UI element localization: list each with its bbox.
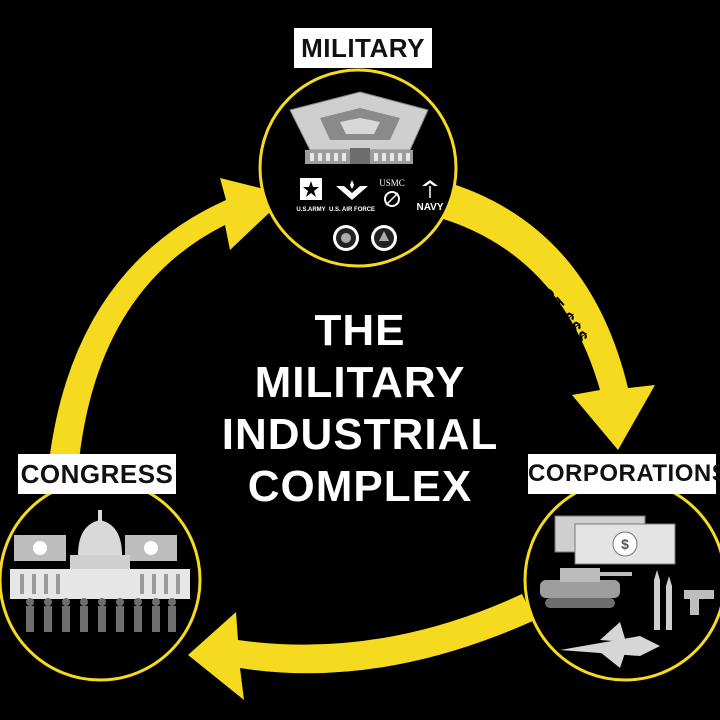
title-line-2: MILITARY — [254, 358, 466, 407]
cia-seal-icon — [333, 225, 359, 251]
pentagon-illustration — [289, 91, 429, 164]
navy-emblem: NAVY — [416, 180, 444, 213]
usmc-label: USMC — [379, 178, 405, 188]
money-stack-icon: $ — [554, 515, 676, 565]
flow-arrows — [48, 178, 655, 700]
title-line-3: INDUSTRIAL — [221, 410, 499, 459]
army-emblem: U.S.ARMY — [296, 178, 326, 213]
missile-icon — [654, 570, 672, 630]
svg-text:$: $ — [621, 536, 629, 552]
corporations-illustration: $ — [540, 515, 714, 668]
title-line-1: THE — [314, 306, 406, 355]
air-force-label: U.S. AIR FORCE — [329, 207, 375, 213]
pistol-icon — [684, 590, 714, 615]
congress-label: CONGRESS — [18, 454, 176, 494]
contract-arrow — [430, 180, 655, 450]
title-line-4: COMPLEX — [247, 462, 473, 511]
nsa-seal-icon — [371, 225, 397, 251]
military-label: MILITARY — [294, 28, 432, 68]
lobbying-arrow — [188, 594, 535, 700]
tank-icon — [540, 568, 632, 608]
fighter-jet-icon — [560, 622, 660, 668]
navy-label: NAVY — [416, 202, 443, 213]
taxpayer-arrow — [48, 178, 288, 470]
army-label: U.S.ARMY — [296, 207, 325, 213]
air-force-emblem: U.S. AIR FORCE — [329, 180, 375, 213]
corporations-label: CORPORATIONS — [528, 454, 720, 494]
central-title: THE MILITARY INDUSTRIAL COMPLEX — [200, 305, 520, 513]
usmc-emblem: USMC — [379, 178, 405, 207]
capitol-illustration — [10, 510, 190, 632]
